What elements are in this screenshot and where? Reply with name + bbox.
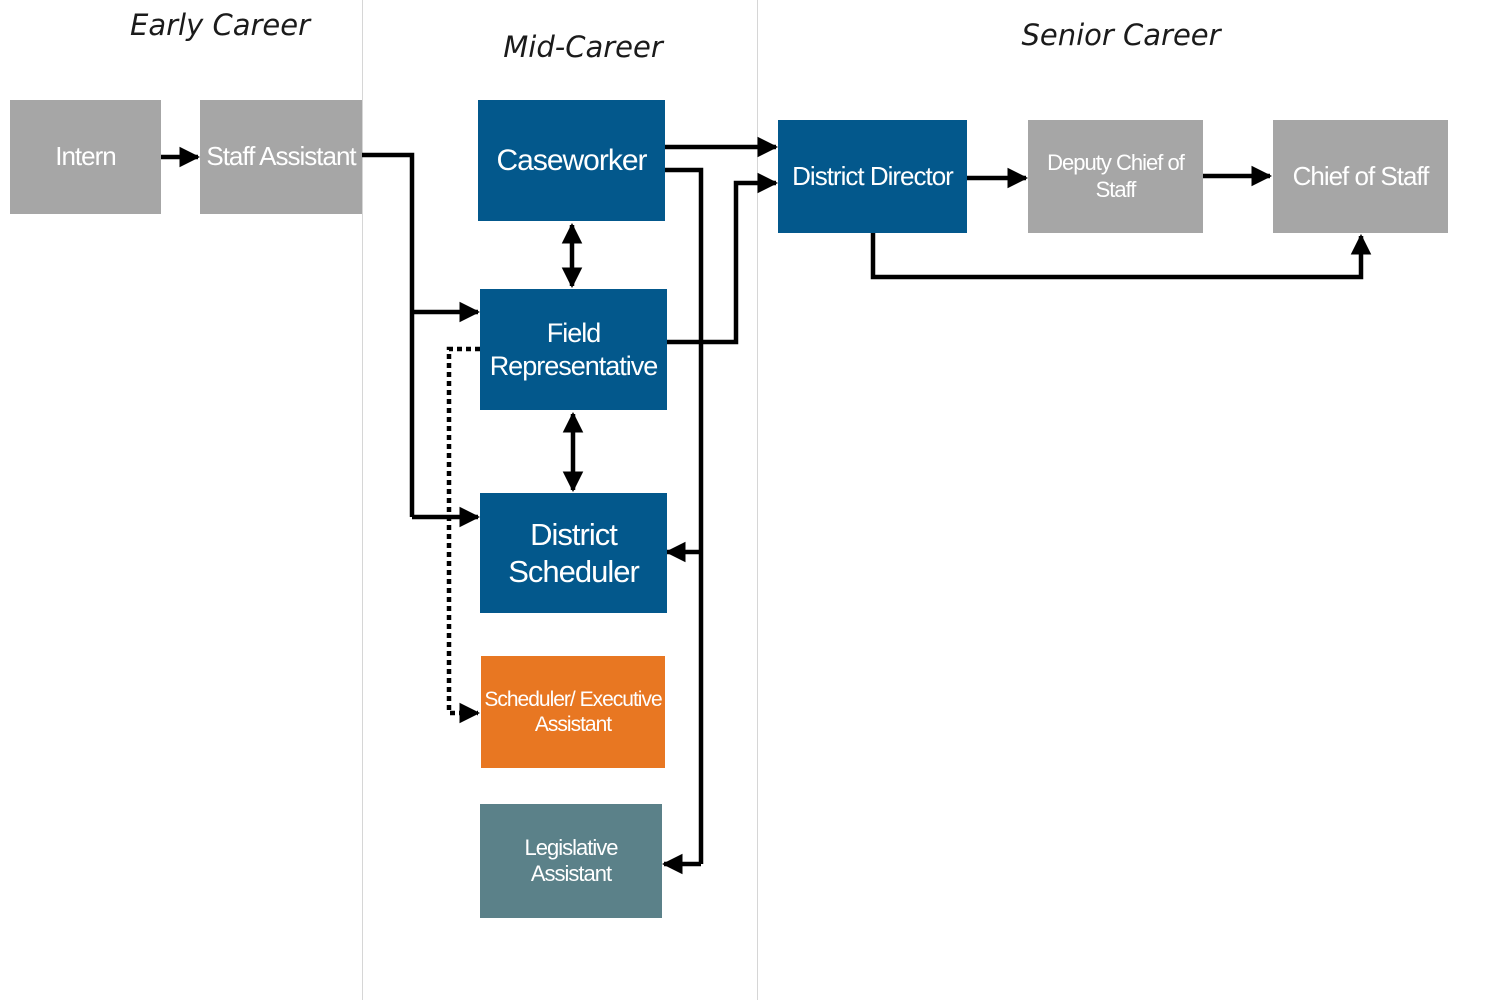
section-title-mid-career: Mid-Career bbox=[503, 30, 663, 64]
divider-early-mid bbox=[362, 0, 363, 1000]
box-chief-of-staff: Chief of Staff bbox=[1273, 120, 1448, 233]
box-staff-assistant-label: Staff Assistant bbox=[206, 141, 356, 172]
box-district-scheduler: District Scheduler bbox=[480, 493, 667, 613]
box-legislative-assistant: Legislative Assistant bbox=[480, 804, 662, 918]
line-caseworker-trunk bbox=[665, 167, 704, 864]
box-scheduler-executive-assistant-label: Scheduler/ Executive Assistant bbox=[484, 687, 662, 736]
section-title-senior-career: Senior Career bbox=[1021, 18, 1221, 52]
box-staff-assistant: Staff Assistant bbox=[200, 100, 362, 214]
box-deputy-chief-of-staff-label: Deputy Chief of Staff bbox=[1047, 150, 1185, 202]
box-district-director: District Director bbox=[778, 120, 967, 233]
box-caseworker-label: Caseworker bbox=[496, 143, 647, 177]
box-caseworker: Caseworker bbox=[478, 100, 665, 221]
box-scheduler-executive-assistant: Scheduler/ Executive Assistant bbox=[481, 656, 665, 768]
box-chief-of-staff-label: Chief of Staff bbox=[1292, 160, 1430, 191]
section-title-early-career: Early Career bbox=[129, 8, 311, 42]
box-intern-label: Intern bbox=[55, 141, 116, 172]
box-intern: Intern bbox=[10, 100, 161, 214]
box-field-representative: Field Representative bbox=[480, 289, 667, 410]
dotted-arrow-field-rep-to-scheduler-ea bbox=[446, 346, 481, 724]
box-deputy-chief-of-staff: Deputy Chief of Staff bbox=[1028, 120, 1203, 233]
box-district-director-label: District Director bbox=[792, 160, 954, 191]
box-legislative-assistant-label: Legislative Assistant bbox=[524, 834, 619, 886]
divider-mid-senior bbox=[757, 0, 758, 1000]
box-district-scheduler-label: District Scheduler bbox=[508, 516, 640, 589]
arrow-field-rep-to-district-director bbox=[667, 172, 779, 345]
arrow-district-director-to-chief bbox=[870, 233, 1372, 280]
box-field-representative-label: Field Representative bbox=[489, 318, 659, 381]
line-staff-assistant-trunk bbox=[362, 152, 415, 517]
